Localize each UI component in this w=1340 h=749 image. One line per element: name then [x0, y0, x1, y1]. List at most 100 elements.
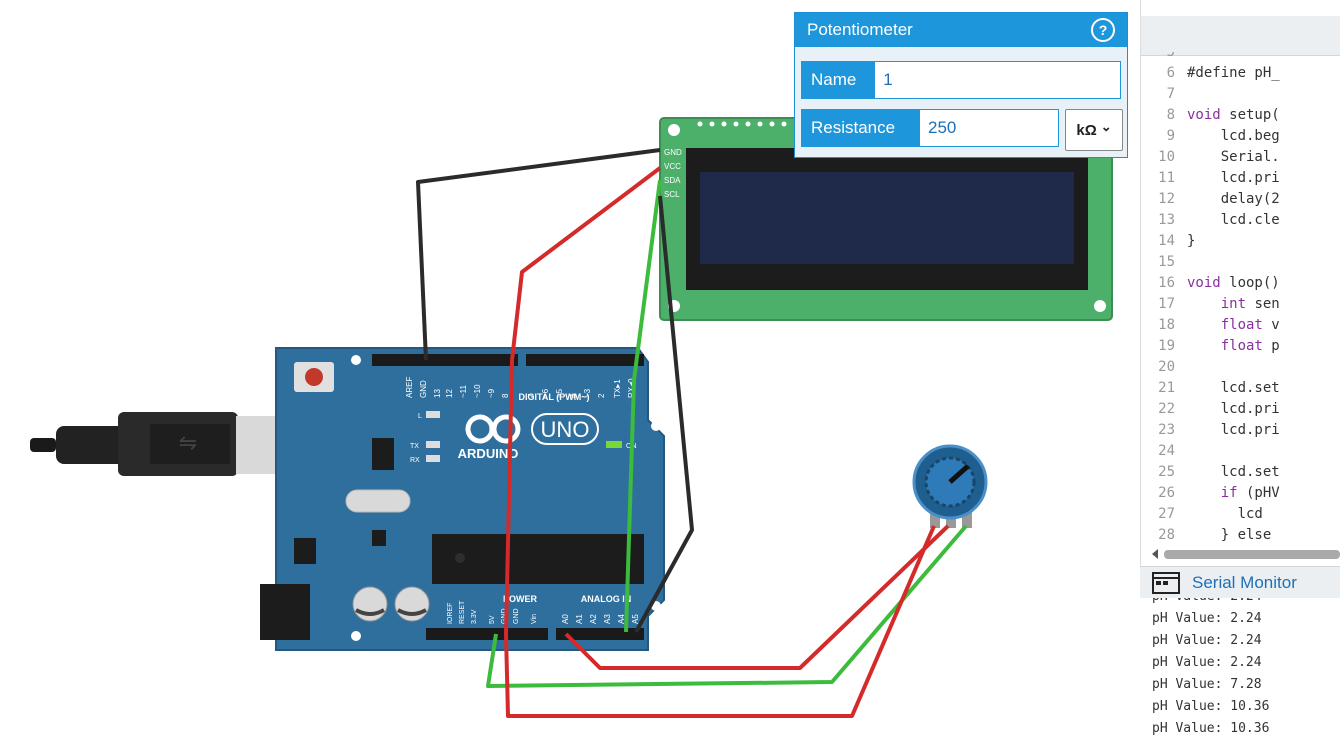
usb-icon: ⇋ [179, 431, 197, 456]
code-text: lcd.beg [1187, 128, 1280, 144]
analog-pin-label: A1 [575, 614, 584, 624]
wire-5v-pot[interactable] [504, 525, 936, 718]
wire-a0-pot[interactable] [564, 524, 950, 670]
digital-pin-label: ~11 [459, 384, 468, 398]
led-on [606, 441, 622, 448]
wire-sda-lcd[interactable] [624, 179, 662, 633]
code-text: Serial. [1187, 149, 1280, 165]
voltage-regulator [294, 538, 316, 564]
line-number: 28 [1158, 527, 1175, 543]
led-tx-label: TX [410, 443, 419, 450]
lcd-pin-label: SDA [664, 176, 681, 185]
power-pin-label: Vin [531, 614, 538, 624]
line-number: 17 [1158, 296, 1175, 312]
led-l-label: L [418, 413, 422, 420]
pot-knob-indicator [948, 464, 970, 484]
code-line: 7 [1141, 84, 1340, 105]
code-text: sen [1246, 296, 1280, 312]
line-number: 21 [1158, 380, 1175, 396]
code-line: 22 lcd.pri [1141, 399, 1340, 420]
line-number: 9 [1166, 128, 1175, 144]
uno-badge [531, 413, 599, 445]
code-line: 6 #define pH_ [1141, 63, 1340, 84]
code-text: } else [1187, 527, 1272, 543]
help-icon[interactable]: ? [1091, 18, 1115, 42]
serial-line: pH Value: 7.28 [1152, 677, 1262, 692]
code-text: setup( [1220, 107, 1280, 123]
usb-cable[interactable]: ⇋ [30, 412, 294, 476]
wire-gnd-lcd[interactable] [416, 148, 661, 361]
serial-line: pH Value: 2.24 [1152, 633, 1262, 648]
resistance-unit-select[interactable]: kΩ ⌄ [1065, 109, 1123, 151]
wire-5v[interactable] [504, 359, 514, 635]
line-number: 6 [1166, 65, 1175, 81]
lcd-pin-label: VCC [664, 162, 681, 171]
wire-scl-lcd[interactable] [634, 195, 694, 633]
line-number: 24 [1158, 443, 1175, 459]
scroll-left-icon[interactable] [1152, 549, 1158, 559]
code-text: loop() [1220, 275, 1280, 291]
atmega-chip-notch [455, 553, 465, 563]
code-line: 24 [1141, 441, 1340, 462]
power-pin-label: IOREF [447, 603, 454, 624]
resistance-input[interactable]: 250 [919, 109, 1059, 147]
code-horizontal-scrollbar[interactable] [1150, 547, 1340, 561]
analog-pin-label: A0 [561, 614, 570, 624]
code-line: 27 lcd [1141, 504, 1340, 525]
inspector-title: Potentiometer [807, 20, 913, 39]
code-keyword: float [1187, 317, 1263, 333]
analog-header[interactable] [556, 628, 644, 640]
crystal-oscillator [345, 489, 411, 513]
code-text: lcd [1187, 506, 1263, 522]
analog-pin-label: A3 [603, 614, 612, 624]
mount-hole-1 [351, 355, 361, 365]
digital-header-right[interactable] [526, 354, 644, 366]
code-text: lcd.cle [1187, 212, 1280, 228]
digital-pin-label: ~6 [541, 388, 550, 398]
line-number: 22 [1158, 401, 1175, 417]
resistance-label: Resistance [801, 109, 919, 147]
name-input[interactable]: 1 [874, 61, 1121, 99]
line-number: 11 [1158, 170, 1175, 186]
scrollbar-thumb[interactable] [1164, 550, 1340, 559]
serial-monitor-title: Serial Monitor [1192, 572, 1297, 592]
digital-pin-label: ~3 [583, 388, 592, 398]
serial-monitor-icon [1152, 571, 1180, 594]
digital-pin-label: 13 [433, 389, 442, 398]
serial-monitor-header[interactable]: Serial Monitor [1140, 566, 1340, 598]
arduino-uno-board[interactable]: UNO ARDUINO DIGITAL (PWM~) POWER ANALOG … [260, 347, 665, 651]
digital-pin-label: RX◂0 [627, 378, 636, 398]
serial-line-partial: pH Value: 2.24 [1152, 598, 1262, 608]
lcd-pin-label: GND [664, 148, 682, 157]
wire-vcc-lcd[interactable] [510, 166, 662, 361]
digital-pin-label: TX▸1 [613, 379, 622, 398]
digital-pin-label: ~5 [555, 388, 564, 398]
code-toolbar [1141, 16, 1340, 56]
code-line: 21 lcd.set [1141, 378, 1340, 399]
led-rx-label: RX [410, 457, 420, 464]
line-number: 20 [1158, 359, 1175, 375]
power-header[interactable] [426, 628, 548, 640]
line-number: 12 [1158, 191, 1175, 207]
digital-pin-label: 7 [527, 393, 536, 398]
digital-pin-label: ~9 [487, 388, 496, 398]
circuit-diagram: ⇋ [30, 117, 1113, 718]
digital-header-left[interactable] [372, 354, 518, 366]
code-line-partial: 5 [1166, 52, 1175, 60]
line-number: 14 [1158, 233, 1175, 249]
pot-pin-3 [962, 506, 972, 528]
code-keyword: int [1187, 296, 1247, 312]
dc-power-jack[interactable] [260, 584, 310, 640]
unit-value: kΩ [1076, 121, 1097, 139]
code-line: 9 lcd.beg [1141, 126, 1340, 147]
code-text: #define pH_ [1187, 65, 1280, 81]
potentiometer[interactable] [912, 444, 988, 528]
digital-pin-label: GND [419, 380, 428, 398]
line-number: 26 [1158, 485, 1175, 501]
